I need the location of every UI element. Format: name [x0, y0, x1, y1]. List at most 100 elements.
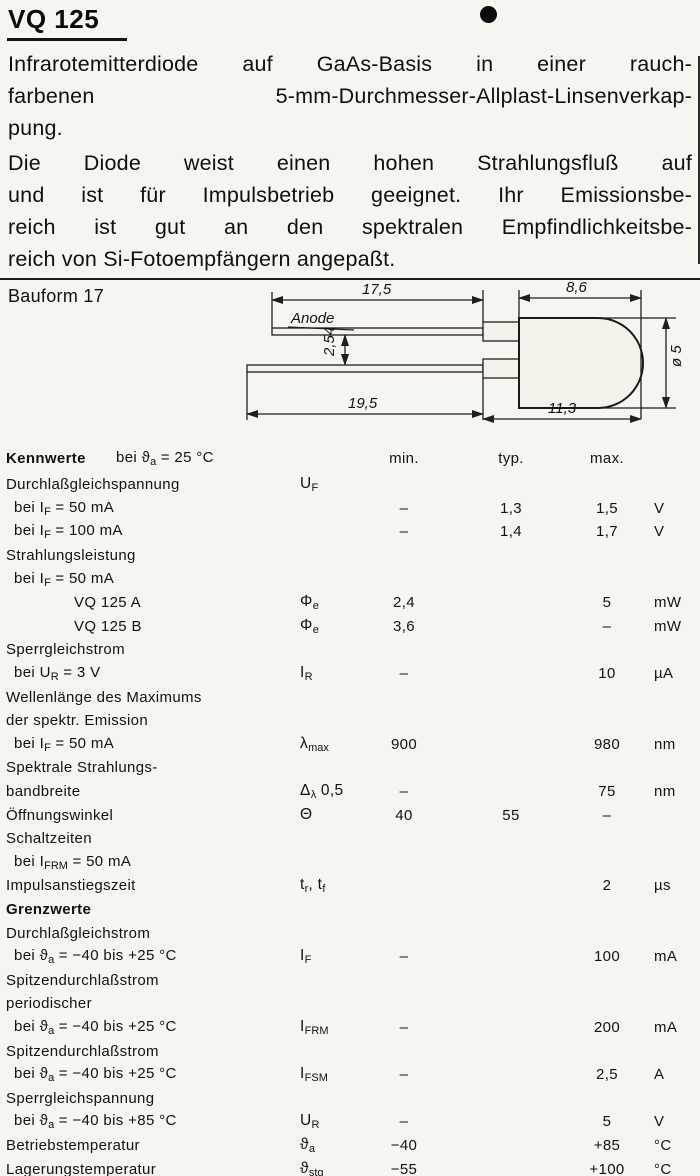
row-symbol: tr, tf: [300, 876, 326, 896]
dimension-label-8-6: 8,6: [566, 280, 588, 296]
row-symbol: Δλ 0,5: [300, 782, 344, 802]
row-max-value: +85: [593, 1136, 621, 1154]
row-max-value: +100: [589, 1160, 625, 1176]
spec-table: Kennwerte bei ϑa = 25 °C min. typ. max. …: [0, 446, 700, 1176]
row-symbol: ϑa: [300, 1135, 315, 1155]
row-parameter: Betriebstemperatur: [6, 1136, 140, 1154]
dimension-label-dia-5: ø 5: [668, 345, 685, 367]
row-parameter: bei IFRM = 50 mA: [14, 852, 132, 872]
lead-tab-top: [482, 321, 520, 342]
column-header-min: min.: [389, 450, 419, 467]
dimension-2-54: 2,54: [321, 327, 349, 366]
package-caption: Bauform 17: [8, 286, 105, 306]
row-parameter: bei ϑa = −40 bis +85 °C: [14, 1112, 177, 1132]
text-line: reich von Si-Fotoempfängern angepaßt.: [8, 247, 396, 271]
row-symbol: IR: [300, 664, 313, 684]
row-min-value: –: [399, 523, 409, 541]
package-drawing-section: Bauform 17 Anode: [0, 280, 700, 444]
row-symbol: IFSM: [300, 1065, 328, 1085]
row-max-value: 2: [602, 877, 612, 895]
table-row: Sperrgleichspannung: [0, 1086, 700, 1110]
dimension-19-5: 19,5: [246, 372, 484, 420]
row-max-value: 1,5: [596, 499, 618, 517]
text-line: und ist für Impulsbetrieb geeignet. Ihr …: [8, 183, 692, 207]
row-min-value: 2,4: [393, 594, 415, 612]
row-unit: mW: [654, 594, 682, 612]
row-symbol: IF: [300, 947, 312, 967]
row-parameter: periodischer: [6, 995, 92, 1013]
epoxy-lens-body: [518, 317, 644, 409]
row-parameter: bei ϑa = −40 bis +25 °C: [14, 1065, 177, 1085]
anode-label: Anode: [290, 310, 334, 327]
table-row: bei IF = 50 mA: [0, 567, 700, 591]
table-row: Sperrgleichstrom: [0, 638, 700, 662]
row-min-value: –: [399, 1113, 409, 1131]
dimension-8-6: 8,6: [518, 280, 642, 419]
table-row: Wellenlänge des Maximums: [0, 685, 700, 709]
description-section: Infrarotemitterdiode auf GaAs-Basis in e…: [0, 46, 700, 275]
scan-edge-artifact: [697, 56, 700, 264]
row-typ-value: 1,4: [500, 523, 522, 541]
corner-dot-icon: [480, 6, 497, 23]
row-symbol: Φe: [300, 616, 319, 636]
row-parameter: Schaltzeiten: [6, 830, 92, 848]
row-parameter: VQ 125 B: [74, 617, 142, 635]
cathode-lead: [246, 364, 484, 373]
table-row: bei IFRM = 50 mA: [0, 851, 700, 875]
led-outline-drawing: Anode 17,5 8,6 2,54: [246, 280, 685, 423]
row-max-value: 5: [602, 1113, 612, 1131]
row-parameter: bei IF = 50 mA: [14, 569, 115, 589]
row-parameter: Grenzwerte: [6, 900, 92, 918]
row-parameter: Durchlaßgleichspannung: [6, 476, 180, 494]
anode-lead: [271, 327, 484, 336]
text-line: reich ist gut an den spektralen Empfindl…: [8, 215, 692, 239]
row-typ-value: 55: [502, 806, 520, 824]
table-row: periodischer: [0, 992, 700, 1016]
row-max-value: 10: [598, 665, 616, 683]
row-unit: °C: [654, 1160, 672, 1176]
row-min-value: −40: [390, 1136, 418, 1154]
row-min-value: –: [399, 783, 409, 801]
table-row: der spektr. Emission: [0, 709, 700, 733]
row-parameter: Sperrgleichstrom: [6, 641, 125, 659]
row-symbol: ϑstg: [300, 1159, 324, 1176]
dimension-label-2-54: 2,54: [321, 327, 338, 357]
row-min-value: –: [399, 665, 409, 683]
text-line: Die Diode weist einen hohen Strahlungsfl…: [8, 151, 692, 175]
description-paragraph-1: Infrarotemitterdiode auf GaAs-Basis in e…: [8, 48, 692, 144]
row-unit: °C: [654, 1136, 672, 1154]
row-unit: mA: [654, 1018, 678, 1036]
row-parameter: Spitzendurchlaßstrom: [6, 1042, 159, 1060]
row-parameter: Lagerungstemperatur: [6, 1160, 157, 1176]
row-min-value: 3,6: [393, 617, 415, 635]
led-package: [246, 317, 644, 409]
lead-tab-bottom: [482, 358, 520, 379]
row-parameter: Impulsanstiegszeit: [6, 877, 136, 895]
row-max-value: 5: [602, 594, 612, 612]
row-unit: µA: [654, 665, 674, 683]
dimension-17-5: 17,5: [271, 281, 484, 328]
row-parameter: bei ϑa = −40 bis +25 °C: [14, 1017, 177, 1037]
row-parameter: bei IF = 50 mA: [14, 498, 115, 518]
kennwerte-heading: Kennwerte: [6, 450, 86, 467]
row-max-value: 75: [598, 783, 616, 801]
table-header-row: Kennwerte bei ϑa = 25 °C min. typ. max.: [0, 446, 700, 471]
row-min-value: 900: [390, 735, 418, 753]
row-max-value: –: [602, 806, 612, 824]
text-line: farbenen 5-mm-Durchmesser-Allplast-Linse…: [8, 84, 692, 108]
table-row: Strahlungsleistung: [0, 544, 700, 568]
row-unit: V: [654, 523, 665, 541]
row-symbol: UR: [300, 1112, 320, 1132]
dimension-label-17-5: 17,5: [362, 281, 392, 298]
row-parameter: bei UR = 3 V: [14, 664, 101, 684]
